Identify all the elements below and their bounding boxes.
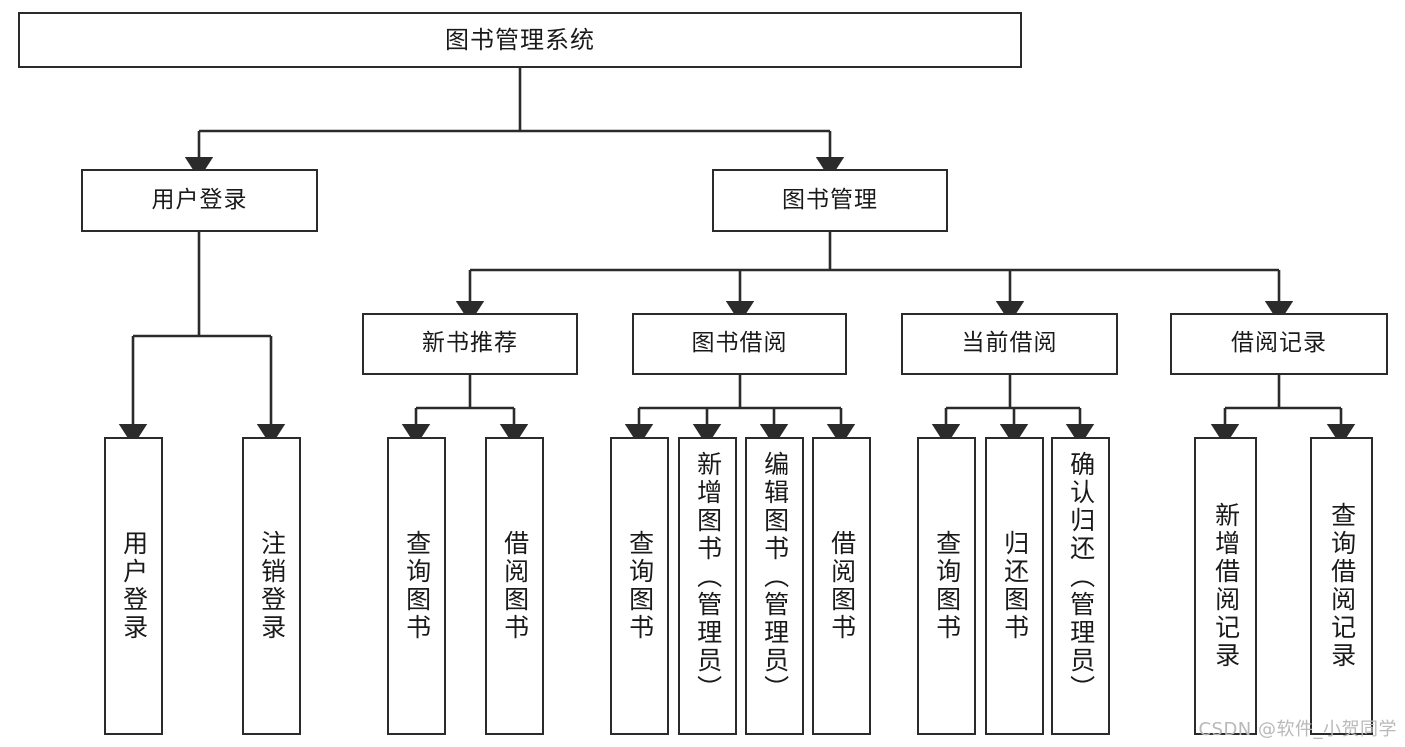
node-label: 确认归还（管理员） xyxy=(1066,451,1096,703)
node-root-system[interactable]: 图书管理系统 xyxy=(18,12,1022,68)
node-label: 图书借阅 xyxy=(691,330,788,357)
leaf-user-login-signin[interactable]: 用户登录 xyxy=(104,437,163,735)
node-user-login[interactable]: 用户登录 xyxy=(81,169,318,232)
leaf-borrow-add-book-admin[interactable]: 新增图书（管理员） xyxy=(678,437,737,735)
node-label: 用户登录 xyxy=(119,530,149,642)
node-label: 当前借阅 xyxy=(961,330,1058,357)
node-new-book-recommend[interactable]: 新书推荐 xyxy=(362,313,578,375)
node-label: 注销登录 xyxy=(257,530,287,642)
node-label: 归还图书 xyxy=(1000,530,1030,642)
watermark-text: CSDN @软件_小贺同学 xyxy=(1198,719,1397,740)
leaf-user-login-logout[interactable]: 注销登录 xyxy=(242,437,301,735)
node-label: 查询借阅记录 xyxy=(1327,502,1357,670)
node-borrow-record[interactable]: 借阅记录 xyxy=(1170,313,1388,375)
leaf-current-return-book[interactable]: 归还图书 xyxy=(985,437,1044,735)
node-label: 编辑图书（管理员） xyxy=(760,451,790,703)
leaf-borrow-edit-book-admin[interactable]: 编辑图书（管理员） xyxy=(745,437,804,735)
node-label: 新书推荐 xyxy=(422,330,518,357)
leaf-current-confirm-return-admin[interactable]: 确认归还（管理员） xyxy=(1051,437,1110,735)
leaf-current-query-book[interactable]: 查询图书 xyxy=(917,437,976,735)
node-label: 图书管理系统 xyxy=(445,25,595,54)
node-label: 借阅记录 xyxy=(1231,330,1327,357)
node-label: 查询图书 xyxy=(932,530,962,642)
node-book-management[interactable]: 图书管理 xyxy=(712,169,948,232)
node-label: 新增借阅记录 xyxy=(1211,502,1241,670)
node-label: 图书管理 xyxy=(782,186,878,213)
leaf-new-book-borrow[interactable]: 借阅图书 xyxy=(485,437,544,735)
node-book-borrow[interactable]: 图书借阅 xyxy=(632,313,847,375)
node-label: 查询图书 xyxy=(402,530,432,642)
leaf-borrow-query-book[interactable]: 查询图书 xyxy=(610,437,669,735)
node-label: 借阅图书 xyxy=(827,530,857,642)
node-label: 查询图书 xyxy=(625,530,655,642)
leaf-borrow-borrow-book[interactable]: 借阅图书 xyxy=(812,437,871,735)
node-label: 新增图书（管理员） xyxy=(693,451,723,703)
node-label: 用户登录 xyxy=(151,186,248,213)
leaf-record-add-record[interactable]: 新增借阅记录 xyxy=(1194,437,1257,735)
leaf-record-query-record[interactable]: 查询借阅记录 xyxy=(1310,437,1373,735)
leaf-new-book-query[interactable]: 查询图书 xyxy=(387,437,446,735)
node-label: 借阅图书 xyxy=(500,530,530,642)
node-current-borrow[interactable]: 当前借阅 xyxy=(901,313,1118,375)
